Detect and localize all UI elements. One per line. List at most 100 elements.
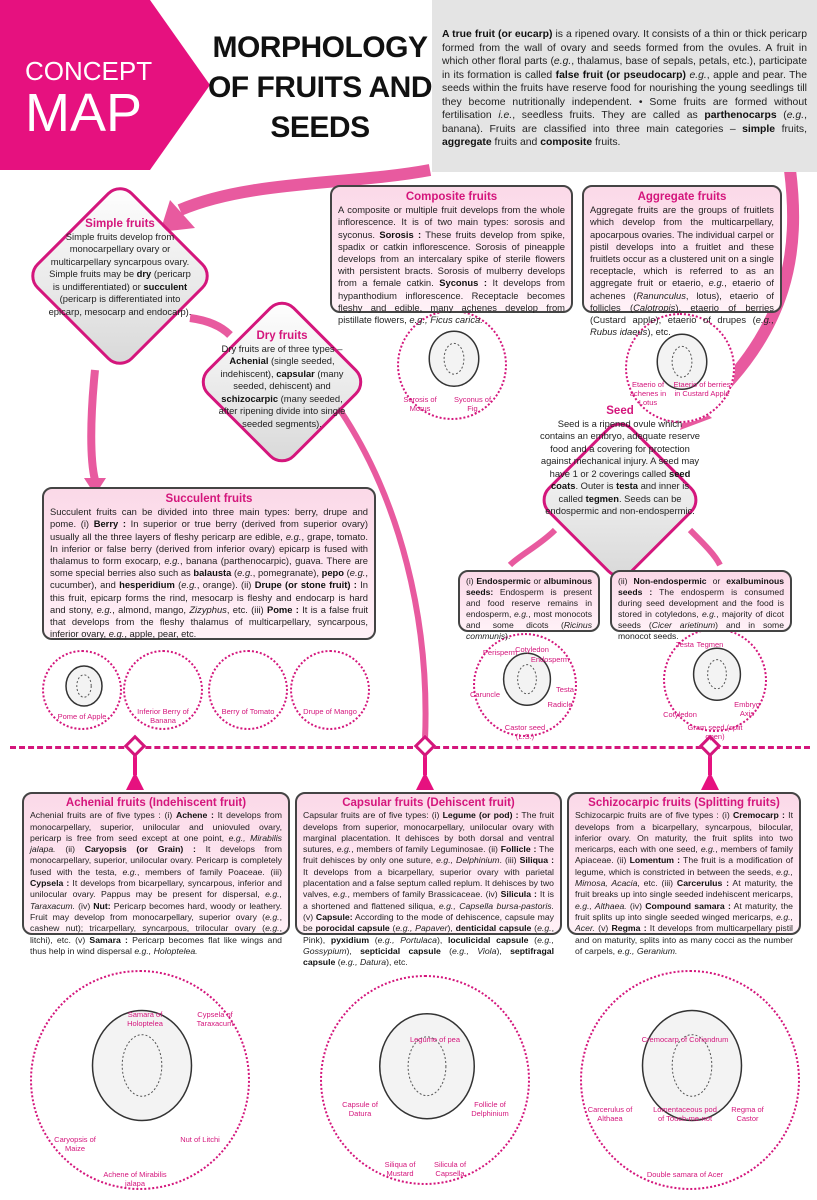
illustration-circle [320, 975, 530, 1185]
text-segment: ( [174, 579, 182, 591]
bold-term: pyxidium [330, 934, 370, 945]
illustration-circle [42, 650, 122, 730]
succulent-fruits-title: Succulent fruits [165, 493, 253, 505]
illustration-label: Testa [676, 640, 694, 649]
text-segment: or [706, 576, 727, 586]
bold-term: parthenocarps [704, 110, 777, 121]
achenial-fruits-box: Achenial fruits (Indehiscent fruit) Ache… [22, 792, 290, 956]
schizocarpic-fruits-box: Schizocarpic fruits (Splitting fruits) S… [567, 792, 801, 956]
bold-term: false fruit (or pseudocarp) [555, 69, 686, 81]
text-segment: Pericarp becomes flat like wings and thu… [30, 934, 282, 956]
concept-label: CONCEPT [25, 56, 153, 86]
text-segment: . Outer is [575, 480, 617, 491]
text-segment: , apple, pear, etc. [124, 628, 197, 640]
illustration-label: Drupe of Mango [303, 707, 357, 716]
bold-term: septicidal capsule [360, 945, 441, 956]
text-segment: ), etaerio of berries (Custard apple), e… [590, 301, 774, 326]
illustration-label: Endosperm [530, 655, 570, 664]
illustration-label: Inferior Berry of Banana [137, 707, 189, 725]
illustration-label: Pome of Apple [57, 712, 107, 721]
composite-fruits-title: Composite fruits [405, 191, 498, 203]
italic-term: e.g., Rubus idaeus [590, 314, 774, 338]
text-segment: , majority of dicot seeds ( [618, 609, 784, 630]
text-segment: It is a false fruit that develops from t… [50, 603, 369, 640]
text-segment: The fruit develops from superior, monoca… [303, 810, 554, 855]
italic-term: e.g. [701, 609, 717, 619]
italic-term: e.g. [96, 603, 113, 615]
italic-term: e.g. [708, 277, 725, 289]
text-segment: ), etc. [647, 326, 671, 338]
bold-term: A true fruit (or eucarp) [442, 29, 553, 40]
text-segment: , cashew nut); tricarpellary, syncarpous… [30, 911, 282, 934]
italic-term: e.g., Geranium. [617, 945, 678, 956]
illustration-label: Legume of pea [409, 1035, 461, 1044]
italic-term: e.g. [786, 110, 805, 121]
text-segment: ( [369, 934, 378, 945]
illustration-label: Follicle of Delphinium [471, 1100, 509, 1118]
bold-term: exalbuminous seeds : [618, 576, 784, 597]
succulent-fruits-box: Succulent fruits Succulent fruits can be… [42, 487, 376, 640]
bold-term: Legume (or pod) : [442, 810, 519, 821]
bold-term: balausta [193, 567, 232, 579]
text-segment: , banana (parthenocarpic), guava. There … [50, 555, 368, 579]
text-segment: (i) [466, 576, 477, 586]
text-segment: ), etc. [386, 957, 408, 968]
text-segment: , seedless fruits. They are called as [512, 110, 705, 121]
text-segment: (many seeded, after ripening divide into… [218, 392, 346, 429]
text-segment: It develops from monocarpellary, superio… [30, 810, 282, 843]
bold-term: Carcerulus : [676, 878, 730, 889]
text-segment: ( [344, 567, 350, 579]
italic-term: e.g., Capsella bursa-pastoris. [438, 900, 555, 911]
text-segment: fruits. [592, 137, 621, 148]
bold-term: Regma : [611, 923, 647, 934]
endospermic-seeds-box: (i) Endospermic or albuminous seeds: End… [458, 570, 600, 641]
text-segment: ), [496, 945, 511, 956]
bold-term: Caryopsis (or Grain) : [84, 844, 196, 855]
italic-term: e.g. [689, 69, 707, 81]
text-segment: , litchi), etc. (v) [30, 923, 282, 945]
italic-term: e.g. [265, 911, 280, 922]
text-segment: , Pink), [303, 923, 554, 945]
text-segment: (v) [594, 923, 612, 934]
illustration-label: Samara of Holoptelea [127, 1010, 163, 1028]
text-segment: (ii) [618, 576, 634, 586]
bold-term: simple [742, 123, 776, 135]
text-segment: At maturity, the fruit splits up into si… [575, 900, 794, 922]
bold-term: Achenial [229, 355, 269, 366]
illustration-label: Tegmen [696, 640, 724, 649]
text-segment: (v) [303, 911, 316, 922]
illustration-label: Cypsela of Taraxacum [196, 1010, 234, 1028]
text-segment: , etc. (iii) [637, 878, 677, 889]
text-segment: ) and in some monocot seeds. [618, 620, 784, 641]
bold-term: hesperidium [119, 579, 175, 591]
composite-fruits-text: A composite or multiple fruit develops f… [338, 204, 565, 326]
text-segment: fruits and [491, 137, 541, 148]
text-segment: , apple and pear. The seeds within the f… [442, 69, 807, 122]
fruit-illustration-icon [65, 665, 103, 707]
illustration-circle [580, 970, 800, 1190]
text-segment: The endosperm is consumed during seed de… [618, 587, 784, 619]
bold-term: Endospermic [476, 576, 531, 586]
bold-term: Nut: [93, 900, 111, 911]
page-title: MORPHOLOGY OF FRUITS AND SEEDS [207, 31, 433, 144]
text-segment: , lotus), etaerio of follicles ( [590, 289, 774, 313]
fruit-illustration-icon [379, 1013, 475, 1120]
illustration-circle [30, 970, 250, 1190]
text-segment: The fruit is a modification of legume, w… [575, 855, 793, 877]
bold-term: succulent [143, 280, 188, 292]
italic-term: e.g., Gossypium [303, 934, 554, 956]
illustration-label: Etaerio of achenes in Lotus [629, 380, 667, 407]
text-segment: ). [505, 631, 511, 641]
bold-term: loculicidal capsule [447, 934, 529, 945]
bold-term: septifragal capsule [303, 945, 554, 968]
text-segment: It develops from a bicarpellary, superio… [303, 866, 554, 900]
text-segment: Seed is a ripened ovule which contains a… [540, 417, 700, 479]
illustration-label: Syconus of Fig [453, 395, 492, 413]
aggregate-fruits-title: Aggregate fruits [637, 191, 727, 203]
text-segment: and inner is called [558, 480, 690, 504]
bold-term: Silicula : [500, 889, 537, 900]
illustration-label: Siliqua of Mustard [384, 1160, 416, 1178]
bold-term: Drupe (or stone fruit) : [254, 579, 357, 591]
text-segment: It develops from hypanthodium infloresce… [338, 277, 565, 326]
bold-term: schizocarpic [221, 392, 279, 404]
